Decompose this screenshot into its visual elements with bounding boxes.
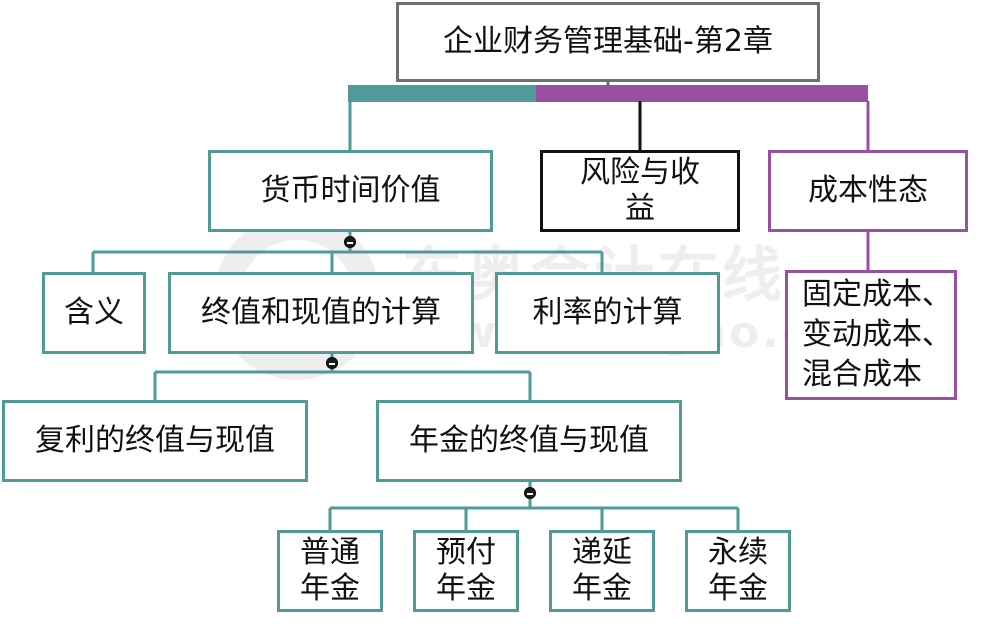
node-deferred-annuity-label: 递延 年金 [572, 535, 632, 606]
node-cost-behavior-label: 成本性态 [808, 173, 928, 208]
node-compound-fv-pv-label: 复利的终值与现值 [35, 423, 275, 458]
node-time-value-label: 货币时间价值 [260, 173, 441, 208]
collapse-toggle-annuity[interactable] [524, 487, 536, 499]
node-meaning[interactable]: 含义 [42, 272, 146, 354]
node-ordinary-annuity-label: 普通 年金 [300, 535, 360, 606]
node-annuity-fv-pv[interactable]: 年金的终值与现值 [376, 400, 682, 482]
node-annuity-fv-pv-label: 年金的终值与现值 [409, 423, 649, 458]
node-meaning-label: 含义 [64, 295, 124, 330]
node-cost-behavior[interactable]: 成本性态 [768, 150, 968, 232]
collapse-toggle-calc[interactable] [326, 357, 338, 369]
node-ordinary-annuity[interactable]: 普通 年金 [277, 530, 383, 612]
node-cost-types[interactable]: 固定成本、 变动成本、 混合成本 [785, 270, 957, 400]
node-risk-return[interactable]: 风险与收 益 [540, 150, 740, 232]
node-cost-types-label: 固定成本、 变动成本、 混合成本 [802, 277, 952, 392]
node-compound-fv-pv[interactable]: 复利的终值与现值 [2, 400, 308, 482]
node-rate-calc[interactable]: 利率的计算 [495, 272, 720, 354]
node-time-value[interactable]: 货币时间价值 [208, 150, 493, 232]
node-perpetual-annuity[interactable]: 永续 年金 [685, 530, 791, 612]
top-bar-teal-segment [348, 85, 536, 102]
node-fv-pv-calc[interactable]: 终值和现值的计算 [168, 272, 474, 354]
node-deferred-annuity[interactable]: 递延 年金 [549, 530, 655, 612]
node-perpetual-annuity-label: 永续 年金 [708, 535, 768, 606]
node-prepaid-annuity[interactable]: 预付 年金 [413, 530, 519, 612]
node-fv-pv-calc-label: 终值和现值的计算 [201, 295, 441, 330]
top-bar-purple-segment [536, 85, 868, 102]
root-label: 企业财务管理基础-第2章 [443, 24, 773, 59]
collapse-toggle-time-value[interactable] [344, 236, 356, 248]
node-rate-calc-label: 利率的计算 [532, 295, 683, 330]
node-risk-return-label: 风险与收 益 [580, 155, 700, 226]
root-node[interactable]: 企业财务管理基础-第2章 [396, 2, 820, 82]
node-prepaid-annuity-label: 预付 年金 [436, 535, 496, 606]
